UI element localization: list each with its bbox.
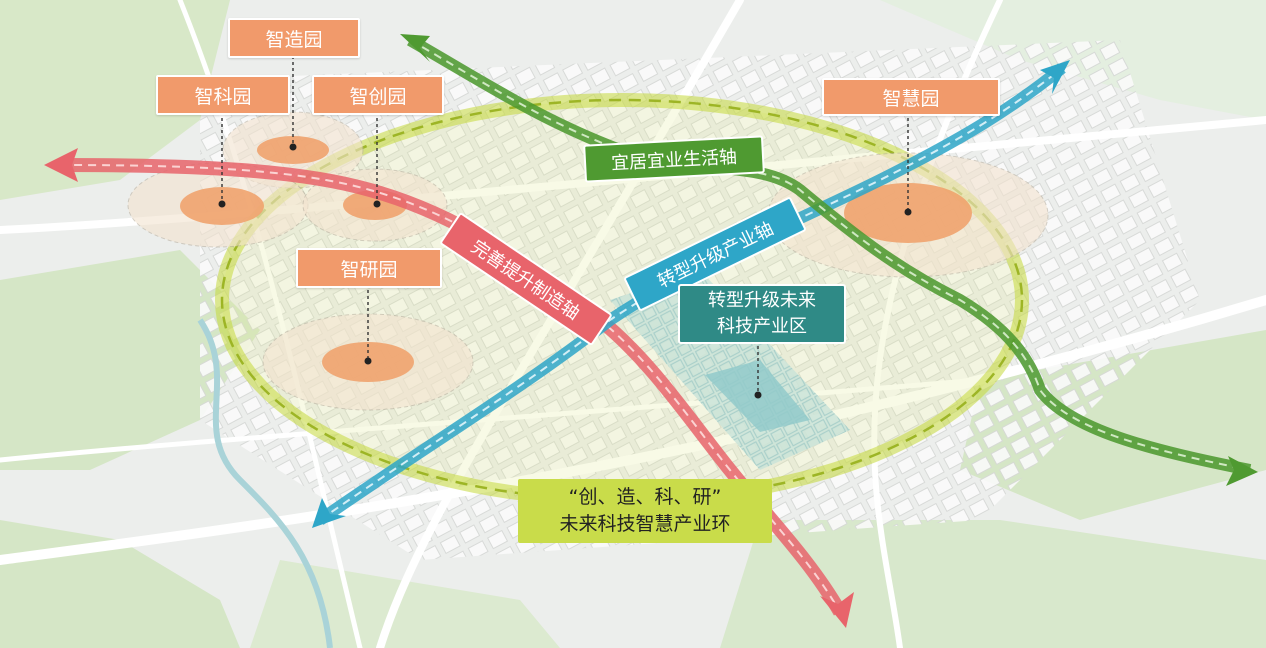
park-label-zhiyan: 智研园 (296, 248, 442, 288)
park-label-zhihui: 智慧园 (822, 78, 1000, 116)
park-label-zhike: 智科园 (156, 75, 290, 115)
park-label-zhichuang: 智创园 (312, 75, 444, 115)
park-label-zhizao: 智造园 (228, 18, 360, 58)
living-axis (400, 34, 1258, 486)
leader-lines (221, 56, 909, 394)
green-area-northwest (0, 0, 230, 200)
zone-label-future-tech: 转型升级未来 科技产业区 (678, 284, 846, 344)
ring-label: “创、造、科、研” 未来科技智慧产业环 (518, 479, 772, 543)
green-area-west (0, 250, 260, 470)
zone-label-line2: 科技产业区 (717, 316, 807, 337)
zone-label-line1: 转型升级未来 (708, 290, 816, 311)
ring-label-line2: 未来科技智慧产业环 (559, 513, 731, 535)
leader-dots (218, 143, 912, 399)
green-area-southeast (720, 520, 1266, 648)
river (197, 318, 333, 648)
ring-label-line1: “创、造、科、研” (568, 486, 722, 508)
